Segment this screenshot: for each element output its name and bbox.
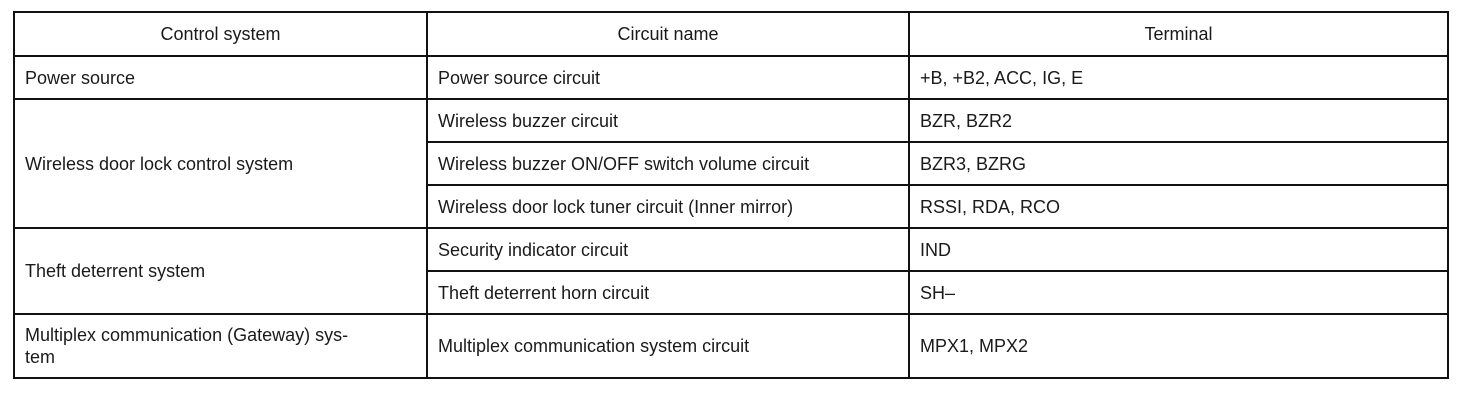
table-row: Multiplex communication (Gateway) sys- t… (13, 313, 1449, 379)
terminal-cell: SH– (908, 270, 1449, 315)
circuit-name-cell: Security indicator circuit (426, 227, 910, 272)
circuit-terminal-table: Control system Circuit name Terminal Pow… (13, 11, 1449, 379)
circuit-name-cell: Wireless door lock tuner circuit (Inner … (426, 184, 910, 229)
table-row: Wireless door lock control system Wirele… (13, 98, 1449, 229)
circuit-name-cell: Power source circuit (426, 55, 910, 100)
terminal-cell: MPX1, MPX2 (908, 313, 1449, 379)
header-circuit-name: Circuit name (426, 11, 910, 57)
control-system-line: Multiplex communication (Gateway) sys- (25, 325, 349, 345)
table-row: Theft deterrent horn circuit SH– (14, 270, 1449, 315)
circuit-name-cell: Multiplex communication system circuit (426, 313, 910, 379)
table-row: Power source Power source circuit +B, +B… (13, 55, 1449, 100)
control-system-cell: Multiplex communication (Gateway) sys- t… (13, 313, 428, 379)
terminal-cell: IND (908, 227, 1449, 272)
terminal-cell: BZR, BZR2 (908, 98, 1449, 143)
circuit-name-cell: Wireless buzzer ON/OFF switch volume cir… (426, 141, 910, 186)
header-control-system: Control system (13, 11, 428, 57)
circuit-name-cell: Wireless buzzer circuit (426, 98, 910, 143)
terminal-cell: BZR3, BZRG (908, 141, 1449, 186)
circuit-name-cell: Theft deterrent horn circuit (426, 270, 910, 315)
control-system-cell: Theft deterrent system (13, 227, 428, 315)
table-header-row: Control system Circuit name Terminal (13, 11, 1449, 57)
control-system-cell: Power source (13, 55, 428, 100)
terminal-cell: RSSI, RDA, RCO (908, 184, 1449, 229)
control-system-cell: Wireless door lock control system (13, 98, 428, 229)
control-system-line: tem (25, 347, 56, 367)
header-terminal: Terminal (908, 11, 1449, 57)
table-row: Theft deterrent system Security indicato… (13, 227, 1449, 315)
terminal-cell: +B, +B2, ACC, IG, E (908, 55, 1449, 100)
table-row: Wireless buzzer ON/OFF switch volume cir… (14, 141, 1449, 186)
table-row: Wireless door lock tuner circuit (Inner … (14, 184, 1449, 229)
